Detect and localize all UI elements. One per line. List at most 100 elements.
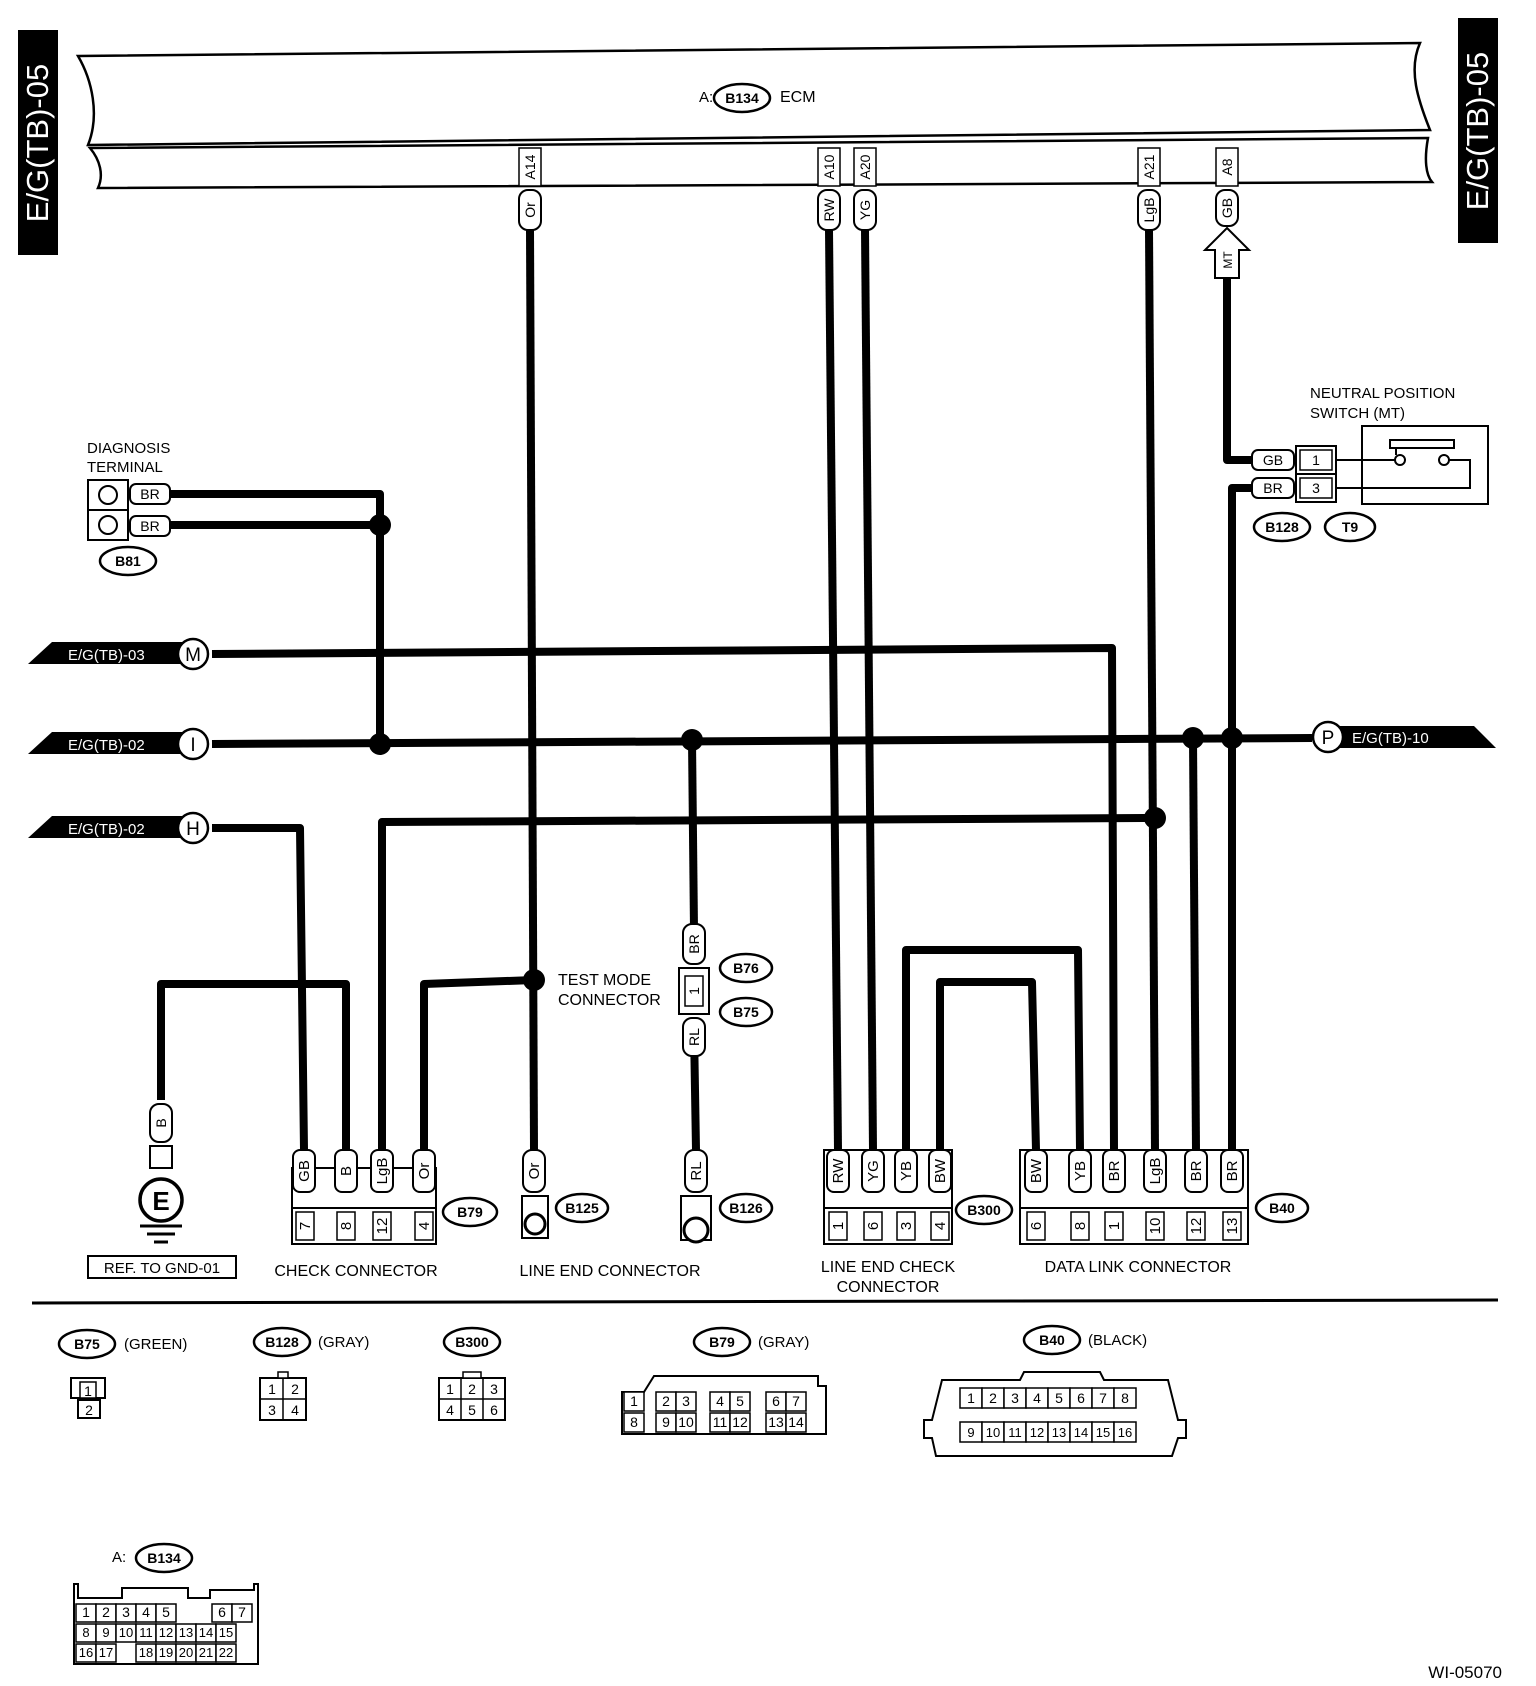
b134-pin-3-label: 3	[122, 1604, 130, 1620]
ecm-pin-a20: A20	[853, 147, 877, 187]
svg-text:B75: B75	[74, 1336, 100, 1352]
wire-h-gb	[212, 824, 308, 1151]
offpage-p: E/G(TB)-10 P	[1311, 720, 1496, 754]
svg-text:13: 13	[1224, 1218, 1241, 1235]
svg-text:B79: B79	[709, 1334, 735, 1350]
svg-text:RW: RW	[821, 198, 837, 222]
b40-pin-6-label: 6	[1077, 1390, 1085, 1406]
wire-or-check	[420, 976, 535, 1150]
legend-b75: B75 (GREEN) 1 2	[57, 1328, 187, 1419]
b79-pin-12	[729, 1412, 751, 1433]
svg-text:4: 4	[416, 1222, 433, 1230]
ecm-wire-tag-rw: RW	[817, 189, 841, 231]
svg-text:E/G(TB)-10: E/G(TB)-10	[1352, 730, 1429, 747]
b79-pin-10-label: 10	[678, 1414, 694, 1430]
b79-pin-8	[623, 1412, 645, 1433]
svg-text:4: 4	[932, 1222, 949, 1230]
wire-br-testmode	[688, 739, 698, 931]
svg-text:1: 1	[446, 1381, 454, 1397]
b76-id: B76	[733, 960, 759, 976]
b40-pin-14-label: 14	[1074, 1425, 1088, 1440]
b79-id: B79	[457, 1204, 483, 1220]
t9-id: T9	[1342, 519, 1359, 535]
svg-text:7: 7	[297, 1222, 314, 1230]
svg-text:6: 6	[865, 1222, 882, 1230]
svg-text:YG: YG	[865, 1160, 882, 1182]
ecm-label: ECM	[780, 89, 816, 106]
svg-text:E/G(TB)-03: E/G(TB)-03	[68, 647, 145, 664]
b79-pin-10	[675, 1412, 697, 1433]
svg-text:4: 4	[291, 1402, 299, 1418]
line-end-connector-b125: Or	[521, 1149, 549, 1239]
svg-text:1: 1	[84, 1383, 92, 1399]
b40-pin-13-label: 13	[1052, 1425, 1066, 1440]
svg-text:BW: BW	[932, 1158, 949, 1183]
b79-pin-5-label: 5	[736, 1393, 744, 1409]
offpage-h: E/G(TB)-02 H	[28, 811, 210, 845]
ground-symbol: B E	[138, 1103, 184, 1244]
svg-text:YB: YB	[1072, 1161, 1089, 1181]
b134-pin-22	[215, 1643, 237, 1663]
svg-text:6: 6	[1028, 1222, 1045, 1230]
b79-pin-9-label: 9	[662, 1414, 670, 1430]
neutral-switch-label-2: SWITCH (MT)	[1310, 405, 1405, 422]
ecm-pin-a20-label: A20	[857, 154, 873, 179]
b134-pin-7-label: 7	[238, 1604, 246, 1620]
b79-pin-12-label: 12	[732, 1414, 748, 1430]
section-tag-left: E/G(TB)-05	[18, 30, 58, 255]
svg-text:12: 12	[374, 1218, 391, 1235]
b79-pin-13-label: 13	[768, 1414, 784, 1430]
b134-pin-15-label: 15	[219, 1625, 233, 1640]
ecm-wire-tag-gb: GB	[1215, 189, 1239, 227]
b125-oval	[554, 1192, 610, 1224]
diagnosis-terminal: BR BR	[87, 479, 171, 541]
b40-pin-9-label: 9	[967, 1425, 974, 1440]
svg-text:10: 10	[1147, 1218, 1164, 1235]
b134-pin-19-label: 19	[159, 1645, 173, 1660]
b134-pin-5	[155, 1603, 177, 1623]
svg-text:A:: A:	[112, 1549, 126, 1566]
b134-pin-17	[95, 1643, 117, 1663]
svg-text:Or: Or	[416, 1163, 433, 1180]
svg-text:B: B	[338, 1166, 355, 1176]
svg-text:BR: BR	[1224, 1160, 1241, 1181]
b79-pin-6-label: 6	[772, 1393, 780, 1409]
ecm-pin-a14: A14	[518, 147, 542, 187]
wire-bw-cross	[936, 978, 1040, 1151]
b134-pin-6-label: 6	[218, 1604, 226, 1620]
svg-text:3: 3	[1312, 480, 1320, 496]
test-mode-connector: BR 1 RL	[678, 923, 710, 1057]
b134-pin-21-label: 21	[199, 1645, 213, 1660]
line-end-check-connector: RW YG YB BW 1 6 3 4	[823, 1149, 953, 1245]
svg-text:BR: BR	[140, 486, 159, 502]
b79-pin-7-label: 7	[792, 1393, 800, 1409]
svg-text:12: 12	[1188, 1218, 1205, 1235]
ecm-prefix: A:	[699, 89, 713, 106]
svg-text:LgB: LgB	[374, 1158, 391, 1185]
b75-oval	[718, 996, 774, 1028]
b81-id: B81	[115, 553, 141, 569]
wire-br-diag-1	[170, 490, 384, 744]
b134-pin-20-label: 20	[179, 1645, 193, 1660]
svg-text:3: 3	[268, 1402, 276, 1418]
b40-pin-3-label: 3	[1011, 1390, 1019, 1406]
svg-text:BW: BW	[1028, 1158, 1045, 1183]
offpage-p-letter: P	[1322, 728, 1335, 749]
test-mode-label-1: TEST MODE	[558, 972, 651, 989]
svg-text:YG: YG	[857, 200, 873, 220]
b40-pin-7-label: 7	[1099, 1390, 1107, 1406]
b79-pin-14-label: 14	[788, 1414, 804, 1430]
b125-id: B125	[565, 1200, 599, 1216]
ground-ref-box	[87, 1255, 237, 1279]
b79-pin-2-label: 2	[662, 1393, 670, 1409]
svg-text:GB: GB	[1219, 198, 1235, 218]
svg-text:B40: B40	[1039, 1332, 1065, 1348]
wire-b-ground	[157, 980, 350, 1150]
b134-pin-8-label: 8	[82, 1625, 89, 1640]
svg-text:5: 5	[468, 1402, 476, 1418]
legend-b300: B300 1 2 3 4 5 6	[438, 1326, 506, 1421]
b134-pin-16-label: 16	[79, 1645, 93, 1660]
